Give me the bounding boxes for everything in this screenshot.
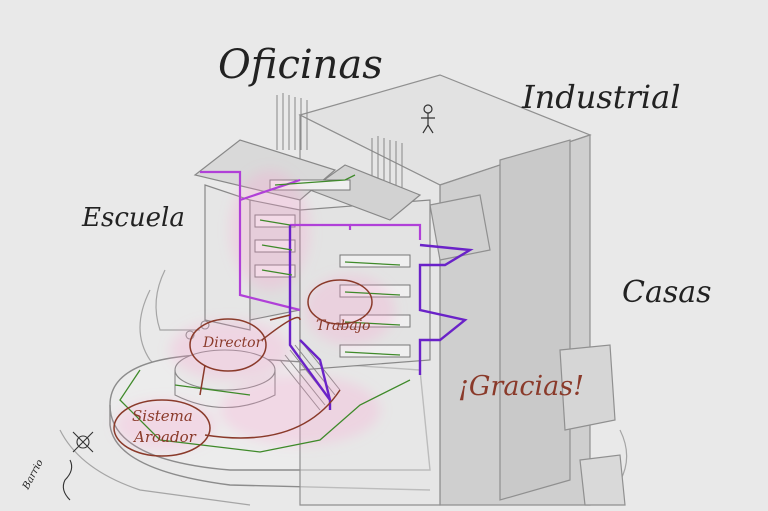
label-trabajo: Trabajo (316, 318, 370, 334)
label-oficinas: Oficinas (218, 42, 383, 88)
label-director: Director (202, 335, 264, 351)
label-gracias: ¡Gracias! (458, 371, 584, 402)
label-escuela: Escuela (81, 203, 185, 233)
label-casas: Casas (622, 275, 712, 310)
label-industrial: Industrial (521, 78, 680, 116)
label-sistema-line1: Sistema (132, 407, 193, 425)
label-barrio: Barrio (20, 458, 45, 492)
label-sistema-line2: Aroador (132, 428, 197, 446)
